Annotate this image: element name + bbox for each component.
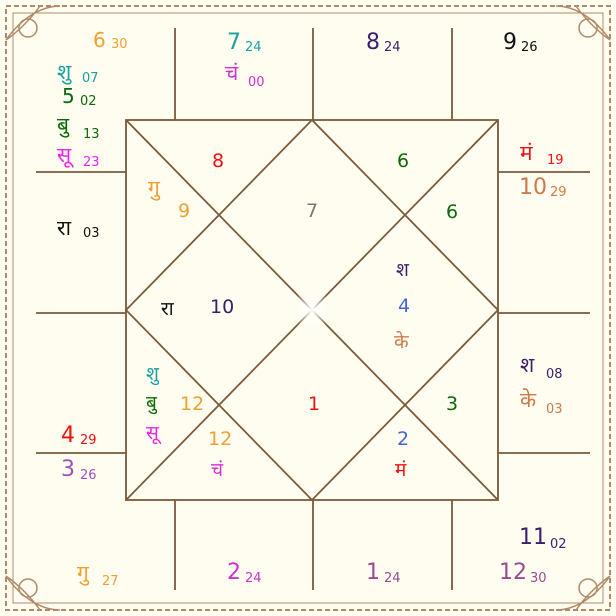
house-planet-budha: बु [146, 392, 157, 414]
house-number: 2 [397, 428, 410, 450]
house-number: 12 [208, 428, 233, 450]
house-number: 6 [446, 201, 459, 223]
planet-ketu: के [520, 388, 537, 412]
house-number: 3 [446, 393, 459, 415]
center-glow [290, 288, 334, 332]
planet-ketu-degree: 03 [546, 402, 563, 417]
house-planet-surya: सू [146, 422, 159, 444]
sign-12: 12 [499, 560, 527, 585]
sign-9-degree: 26 [521, 40, 538, 55]
planet-shukra: शु [57, 60, 72, 84]
house-number: 6 [397, 150, 410, 172]
sign-8-degree: 24 [384, 40, 401, 55]
planet-shani-degree: 08 [546, 367, 563, 382]
planet-guru-degree: 27 [102, 574, 119, 589]
sign-4: 4 [61, 423, 75, 448]
house-planet-chandra: चं [211, 459, 224, 481]
sign-10: 10 [519, 175, 547, 200]
sign-3-degree: 26 [80, 468, 97, 483]
house-number: 10 [210, 296, 235, 318]
planet-rahu: रा [57, 216, 72, 240]
planet-budha: बु [57, 113, 69, 137]
sign-7-degree: 24 [245, 40, 262, 55]
planet-surya-degree: 23 [83, 155, 100, 170]
sign-1: 1 [366, 560, 380, 585]
sign-3: 3 [61, 457, 75, 482]
house-planet-guru: गु [148, 176, 160, 200]
house-planet-rahu: रा [161, 298, 174, 320]
sign-10-degree: 29 [550, 185, 567, 200]
planet-rahu-degree: 03 [83, 226, 100, 241]
house-number: 12 [180, 393, 205, 415]
sign-5: 5 [62, 84, 75, 108]
planet-guru: गु [77, 561, 89, 585]
house-number: 1 [308, 393, 321, 415]
house-number: 8 [212, 150, 225, 172]
sign-2-degree: 24 [245, 571, 262, 586]
planet-mangal-degree: 19 [547, 153, 564, 168]
sign-12-degree: 30 [530, 571, 547, 586]
sign-11-degree: 02 [550, 537, 567, 552]
sign-9: 9 [503, 30, 517, 55]
planet-chandra: चं [225, 61, 239, 85]
sign-5-degree: 02 [80, 94, 97, 109]
planet-surya: सू [57, 143, 72, 167]
sign-8: 8 [366, 30, 380, 55]
planet-budha-degree: 13 [83, 127, 100, 142]
house-planet-ketu: के [394, 331, 409, 353]
house-number: 9 [178, 200, 191, 222]
sign-7: 7 [227, 30, 241, 55]
house-number: 7 [306, 200, 319, 222]
sign-2: 2 [227, 560, 241, 585]
outer-grid-lines [36, 28, 590, 590]
sign-6-degree: 30 [111, 37, 128, 52]
house-planet-mangal: मं [395, 459, 407, 481]
house-planet-shukra: शु [146, 363, 159, 385]
planet-mangal: मं [520, 141, 533, 165]
sign-4-degree: 29 [80, 433, 97, 448]
planet-shani: श [520, 353, 535, 377]
planet-shukra-degree: 07 [82, 71, 99, 86]
sign-11: 11 [519, 525, 547, 550]
planet-chandra-degree: 00 [248, 75, 265, 90]
sign-6: 6 [93, 28, 106, 52]
house-planet-shani: श [396, 259, 409, 281]
sign-1-degree: 24 [384, 571, 401, 586]
ornamental-frame [5, 5, 611, 611]
house-number: 4 [398, 295, 411, 317]
